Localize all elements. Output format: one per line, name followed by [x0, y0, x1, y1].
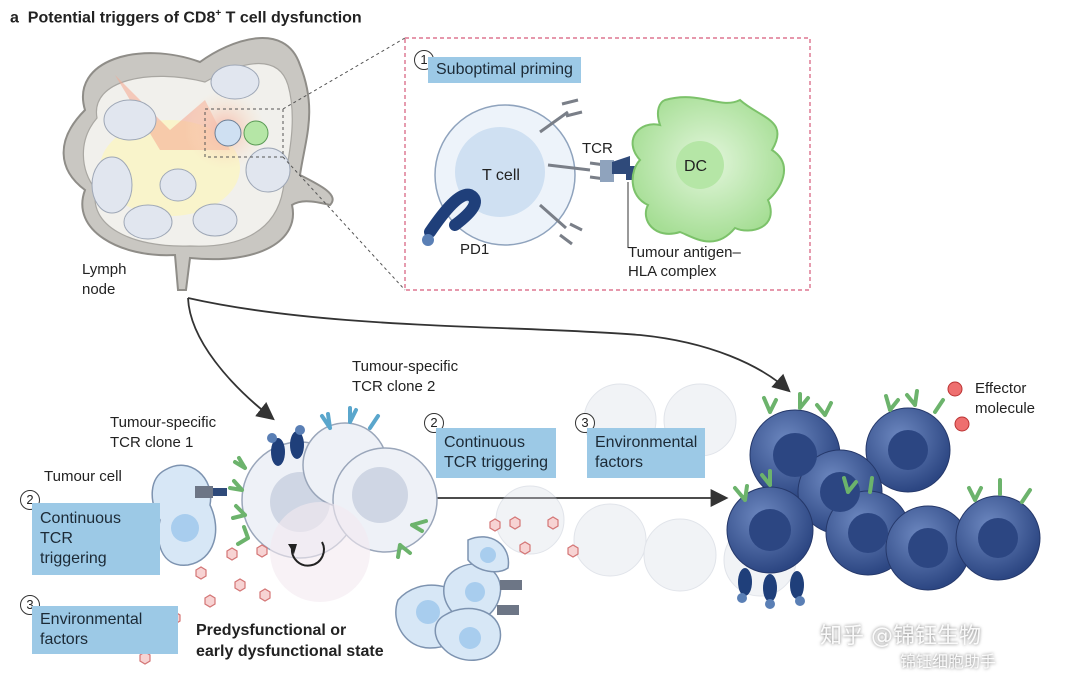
left-step3-label: Environmental factors	[32, 606, 178, 654]
dc-label: DC	[684, 158, 708, 175]
panel-title-sup: +	[215, 8, 222, 19]
state-label-line2: early dysfunctional state	[196, 643, 384, 660]
pd1-receptor	[424, 188, 481, 238]
mid-step2-label-line2: TCR triggering	[444, 454, 549, 471]
tumour-cell-label: Tumour cell	[44, 468, 122, 485]
left-step2-label-line2: TCR	[40, 530, 73, 547]
lymph-node	[62, 37, 334, 291]
watermark-line1: 知乎 @锦钰生物	[820, 624, 981, 649]
effector-label-line1: Effector	[975, 380, 1027, 397]
arrow-to-exhausted	[187, 297, 791, 393]
mid-step3-label-line1: Environmental	[595, 434, 698, 451]
arrow-to-tcell	[187, 297, 275, 421]
tcr-label: TCR	[582, 140, 613, 157]
tumour-cells-bottom	[395, 536, 522, 661]
tcr-bottom-receptors	[396, 519, 428, 559]
mid-step2-label: Continuous TCR triggering	[436, 428, 557, 478]
lymph-node-label-line1: Lymph	[82, 261, 127, 278]
tcr-exhausted-receptors	[733, 389, 1032, 504]
mid-step3-label-line2: factors	[595, 454, 644, 471]
tcr-clone2-receptors	[320, 406, 380, 430]
clone2-label-line1: Tumour-specific	[352, 358, 459, 375]
central-t-cells	[241, 422, 438, 602]
rotation-arrow-icon	[290, 541, 325, 567]
effector-molecule-icon	[947, 381, 970, 432]
state-label-line1: Predysfunctional or	[196, 622, 347, 639]
left-step3-label-line2: factors	[40, 631, 89, 648]
effector-label-line2: molecule	[975, 400, 1036, 417]
panel-title-text: Potential triggers of CD8	[27, 9, 216, 27]
inset-tcr-receptors	[539, 98, 606, 246]
left-step2-label: Continuous TCR triggering	[32, 503, 160, 575]
mid-step3-label: Environmental factors	[587, 428, 706, 478]
lymph-node-label-line2: node	[82, 281, 116, 298]
left-step2-label-line1: Continuous	[40, 510, 121, 527]
left-step3-label-line1: Environmental	[40, 611, 143, 628]
mid-step2-label-line1: Continuous	[444, 434, 525, 451]
antigen-label-line2: HLA complex	[628, 263, 717, 280]
antigen-label-line1: Tumour antigen–	[628, 244, 741, 261]
tumour-cell-left	[151, 464, 227, 566]
pd1-central	[267, 425, 305, 466]
watermark-line2: 锦钰细胞助手	[900, 652, 997, 671]
clone1-label-line1: Tumour-specific	[110, 414, 217, 431]
clone1-label-line2: TCR clone 1	[110, 434, 194, 451]
panel-title: a Potential triggers of CD8+ T cell dysf…	[10, 8, 362, 27]
panel-letter: a	[10, 9, 19, 27]
left-step2-label-line3: triggering	[40, 550, 107, 567]
panel-title-text-post: T cell dysfunction	[221, 9, 362, 27]
inset-step-label: Suboptimal priming	[428, 57, 581, 83]
tcr-clone1-receptors	[228, 456, 250, 546]
pd1-exhausted	[737, 568, 805, 609]
t-cell-label: T cell	[482, 167, 520, 184]
clone2-label-line2: TCR clone 2	[352, 378, 436, 395]
exhausted-cell-cluster	[726, 407, 1041, 591]
pd1-label: PD1	[460, 241, 490, 258]
